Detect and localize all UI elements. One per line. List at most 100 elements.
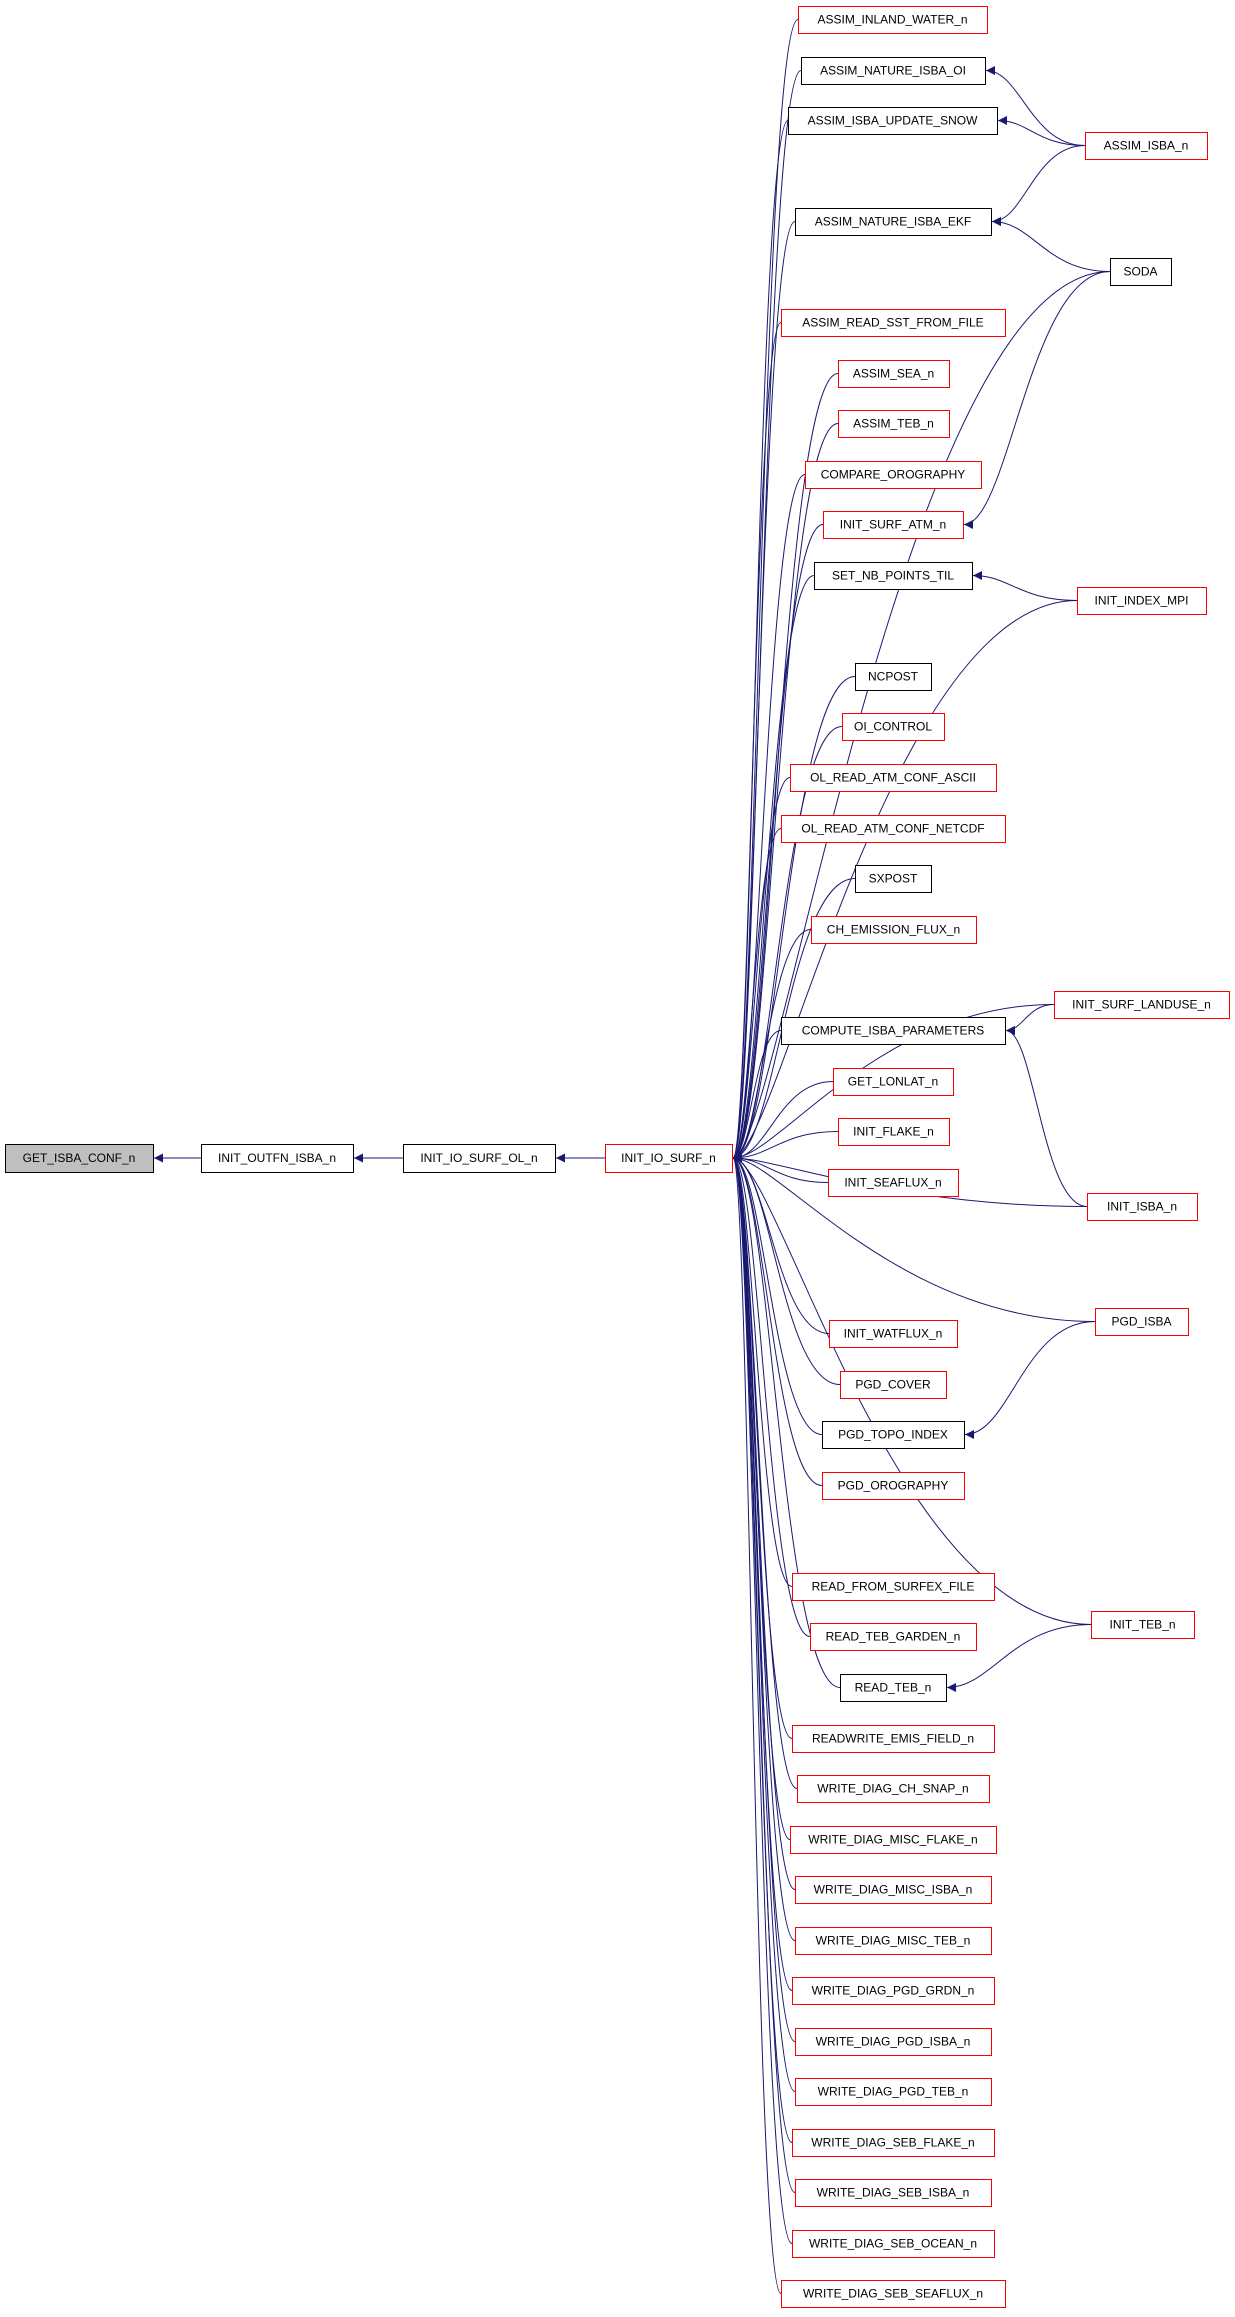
node-read-from-surfex-file[interactable]: READ_FROM_SURFEX_FILE [792, 1573, 995, 1601]
edge-write_diag_seb_ocean-to-init_io_surf [732, 1153, 793, 2244]
edge-ol_read_atm_conf_netcdf-to-init_io_surf [732, 828, 782, 1163]
node-label: WRITE_DIAG_PGD_TEB_n [818, 2085, 969, 2099]
node-write-diag-ch-snap[interactable]: WRITE_DIAG_CH_SNAP_n [797, 1775, 990, 1803]
edge-write_diag_seb_seaflux-to-init_io_surf [732, 1154, 782, 2294]
node-box [795, 1927, 992, 1955]
node-label: INIT_OUTFN_ISBA_n [218, 1151, 336, 1165]
node-label: NCPOST [868, 670, 919, 684]
node-pgd-isba[interactable]: PGD_ISBA [1095, 1308, 1189, 1336]
node-label: READ_FROM_SURFEX_FILE [812, 1580, 975, 1594]
node-box [798, 6, 988, 34]
node-box [828, 1169, 959, 1197]
edge-read_teb_garden-to-init_io_surf [732, 1153, 811, 1637]
node-label: PGD_COVER [855, 1378, 931, 1392]
node-box [403, 1144, 556, 1173]
node-write-diag-pgd-grdn[interactable]: WRITE_DIAG_PGD_GRDN_n [792, 1977, 995, 2005]
node-read-teb: READ_TEB_n [840, 1674, 947, 1702]
node-init-seaflux[interactable]: INIT_SEAFLUX_n [828, 1169, 959, 1197]
node-assim-inland-water[interactable]: ASSIM_INLAND_WATER_n [798, 6, 988, 34]
node-init-io-surf[interactable]: INIT_IO_SURF_n [605, 1144, 733, 1173]
edge-assim_inland_water-to-init_io_surf [732, 19, 799, 1163]
node-label: SODA [1123, 265, 1157, 279]
node-label: SXPOST [869, 872, 918, 886]
node-write-diag-misc-flake[interactable]: WRITE_DIAG_MISC_FLAKE_n [790, 1826, 997, 1854]
edge-read_from_surfex_file-to-init_io_surf [732, 1153, 793, 1587]
node-write-diag-misc-isba[interactable]: WRITE_DIAG_MISC_ISBA_n [795, 1876, 992, 1904]
node-assim-teb[interactable]: ASSIM_TEB_n [838, 410, 950, 438]
node-box [1054, 991, 1230, 1019]
node-init-watflux[interactable]: INIT_WATFLUX_n [829, 1320, 958, 1348]
node-box [838, 1118, 950, 1146]
node-init-surf-atm[interactable]: INIT_SURF_ATM_n [823, 511, 964, 539]
node-label: OI_CONTROL [854, 720, 932, 734]
node-assim-sea[interactable]: ASSIM_SEA_n [838, 360, 950, 388]
node-label: OL_READ_ATM_CONF_ASCII [810, 771, 976, 785]
node-assim-isba[interactable]: ASSIM_ISBA_n [1085, 132, 1208, 160]
node-box [781, 309, 1006, 337]
node-read-teb-garden[interactable]: READ_TEB_GARDEN_n [810, 1623, 977, 1651]
edge-assim_isba-to-assim_nature_isba_oi [985, 66, 1086, 146]
node-label: INIT_IO_SURF_n [621, 1151, 716, 1165]
node-ol-read-atm-conf-netcdf[interactable]: OL_READ_ATM_CONF_NETCDF [781, 815, 1006, 843]
node-write-diag-pgd-teb[interactable]: WRITE_DIAG_PGD_TEB_n [795, 2078, 992, 2106]
node-write-diag-seb-seaflux[interactable]: WRITE_DIAG_SEB_SEAFLUX_n [781, 2280, 1006, 2308]
node-get-lonlat[interactable]: GET_LONLAT_n [833, 1068, 954, 1096]
node-box [795, 2179, 992, 2207]
edge-readwrite_emis_field-to-init_io_surf [732, 1153, 793, 1739]
node-label: WRITE_DIAG_SEB_OCEAN_n [809, 2237, 977, 2251]
node-init-surf-landuse[interactable]: INIT_SURF_LANDUSE_n [1054, 991, 1230, 1019]
node-label: WRITE_DIAG_PGD_GRDN_n [812, 1984, 975, 1998]
node-pgd-orography[interactable]: PGD_OROGRAPHY [822, 1472, 965, 1500]
node-write-diag-misc-teb[interactable]: WRITE_DIAG_MISC_TEB_n [795, 1927, 992, 1955]
node-label: WRITE_DIAG_MISC_ISBA_n [814, 1883, 973, 1897]
node-set-nb-points-til: SET_NB_POINTS_TIL [814, 562, 973, 590]
node-box [811, 916, 977, 944]
node-box [201, 1144, 354, 1173]
node-box [781, 815, 1006, 843]
edge-ch_emission_flux-to-init_io_surf [732, 929, 812, 1163]
node-assim-nature-isba-oi: ASSIM_NATURE_ISBA_OI [801, 57, 986, 85]
node-write-diag-pgd-isba[interactable]: WRITE_DIAG_PGD_ISBA_n [795, 2028, 992, 2056]
node-box [792, 2129, 995, 2157]
node-box [829, 1320, 958, 1348]
node-init-flake[interactable]: INIT_FLAKE_n [838, 1118, 950, 1146]
node-compare-orography[interactable]: COMPARE_OROGRAPHY [805, 461, 982, 489]
node-label: WRITE_DIAG_SEB_ISBA_n [817, 2186, 970, 2200]
edge-write_diag_ch_snap-to-init_io_surf [732, 1153, 798, 1789]
node-write-diag-seb-ocean[interactable]: WRITE_DIAG_SEB_OCEAN_n [792, 2230, 995, 2258]
node-init-index-mpi[interactable]: INIT_INDEX_MPI [1077, 587, 1207, 615]
node-box [1087, 1193, 1198, 1221]
node-oi-control[interactable]: OI_CONTROL [842, 713, 945, 741]
edge-pgd_isba-to-init_io_surf [732, 1153, 1096, 1322]
node-box [1091, 1611, 1195, 1639]
node-label: COMPARE_OROGRAPHY [821, 468, 965, 482]
node-init-teb[interactable]: INIT_TEB_n [1091, 1611, 1195, 1639]
node-ch-emission-flux[interactable]: CH_EMISSION_FLUX_n [811, 916, 977, 944]
node-box [788, 107, 998, 135]
edge-pgd_topo_index-to-init_io_surf [732, 1153, 823, 1435]
node-soda: SODA [1110, 258, 1172, 286]
edge-init_surf_landuse-to-compute_isba_parameters [1005, 1004, 1055, 1035]
node-box [795, 208, 992, 236]
node-readwrite-emis-field[interactable]: READWRITE_EMIS_FIELD_n [792, 1725, 995, 1753]
edge-write_diag_misc_isba-to-init_io_surf [732, 1153, 796, 1890]
node-pgd-cover[interactable]: PGD_COVER [840, 1371, 947, 1399]
node-label: ASSIM_NATURE_ISBA_OI [820, 64, 966, 78]
node-assim-read-sst[interactable]: ASSIM_READ_SST_FROM_FILE [781, 309, 1006, 337]
node-write-diag-seb-flake[interactable]: WRITE_DIAG_SEB_FLAKE_n [792, 2129, 995, 2157]
node-ol-read-atm-conf-ascii[interactable]: OL_READ_ATM_CONF_ASCII [790, 764, 997, 792]
node-init-outfn-isba: INIT_OUTFN_ISBA_n [201, 1144, 354, 1173]
edge-compute_isba_parameters-to-init_io_surf [732, 1030, 782, 1163]
edge-pgd_isba-to-pgd_topo_index [964, 1321, 1096, 1439]
node-write-diag-seb-isba[interactable]: WRITE_DIAG_SEB_ISBA_n [795, 2179, 992, 2207]
node-box [838, 410, 950, 438]
node-box [805, 461, 982, 489]
node-box [1110, 258, 1172, 286]
node-label: READ_TEB_n [855, 1681, 932, 1695]
node-box [797, 1775, 990, 1803]
node-box [790, 1826, 997, 1854]
node-label: OL_READ_ATM_CONF_NETCDF [801, 822, 984, 836]
node-box [795, 1876, 992, 1904]
node-init-isba[interactable]: INIT_ISBA_n [1087, 1193, 1198, 1221]
